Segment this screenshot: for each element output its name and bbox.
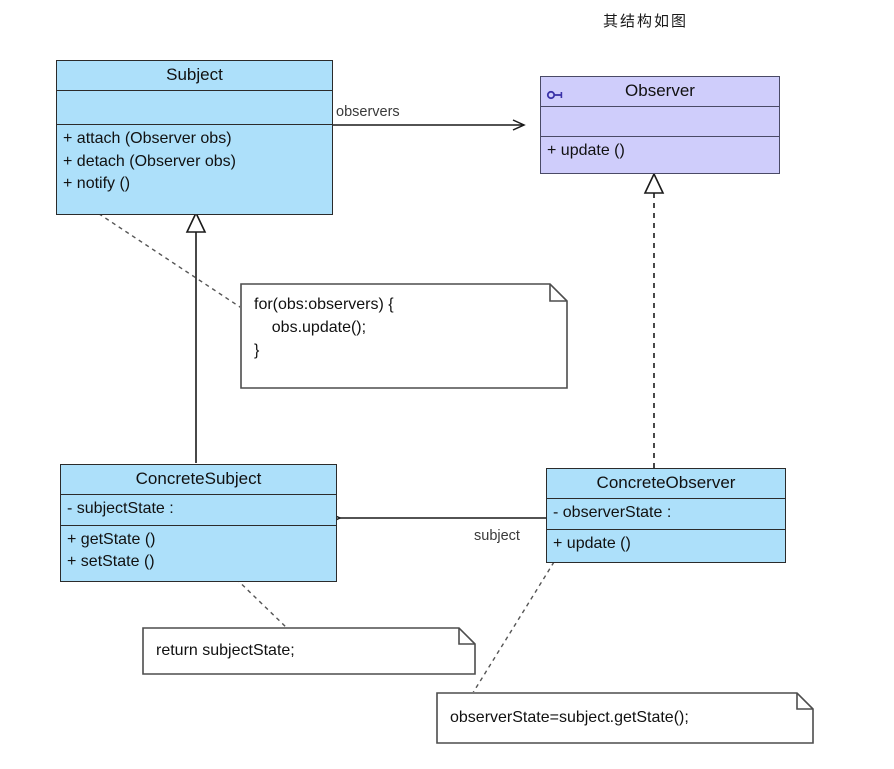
class-attributes-concreteobserver: - observerState : <box>547 499 785 530</box>
class-name-concreteobserver: ConcreteObserver <box>547 469 785 499</box>
note-update-body[interactable]: observerState=subject.getState(); <box>436 692 814 744</box>
edge-generalization-concretesubject-subject <box>185 211 207 463</box>
class-attributes-observer <box>541 107 779 137</box>
class-box-observer[interactable]: Observer + update () <box>540 76 780 174</box>
edge-realization-concreteobserver-observer <box>643 172 665 468</box>
class-box-subject[interactable]: Subject + attach (Observer obs) + detach… <box>56 60 333 215</box>
class-operations-concretesubject: + getState () + setState () <box>61 526 336 581</box>
class-attributes-concretesubject: - subjectState : <box>61 495 336 526</box>
class-box-concretesubject[interactable]: ConcreteSubject - subjectState : + getSt… <box>60 464 337 582</box>
note-notify-body[interactable]: for(obs:observers) { obs.update(); } <box>240 283 568 389</box>
class-name-observer-text: Observer <box>625 81 695 100</box>
operation-setstate: + setState () <box>67 553 155 571</box>
class-name-subject: Subject <box>57 61 332 91</box>
operation-notify: + notify () <box>63 175 131 193</box>
operation-detach: + detach (Observer obs) <box>63 152 236 170</box>
operation-getstate: + getState () <box>67 530 156 548</box>
attribute-subjectstate: - subjectState : <box>67 500 174 517</box>
anchor-update-note <box>465 561 555 705</box>
note-notify-text: for(obs:observers) { obs.update(); } <box>254 296 394 360</box>
class-box-concreteobserver[interactable]: ConcreteObserver - observerState : + upd… <box>546 468 786 563</box>
class-name-concretesubject: ConcreteSubject <box>61 465 336 495</box>
note-update-text: observerState=subject.getState(); <box>450 709 689 726</box>
operation-update-concreteobserver: + update () <box>553 534 631 552</box>
note-getstate-text: return subjectState; <box>156 642 295 659</box>
operation-update-observer: + update () <box>547 142 625 159</box>
edge-label-observers: observers <box>336 104 400 120</box>
class-attributes-subject <box>57 91 332 125</box>
class-operations-concreteobserver: + update () <box>547 530 785 562</box>
edge-label-subject: subject <box>474 528 520 544</box>
operation-attach: + attach (Observer obs) <box>63 130 232 147</box>
attribute-observerstate: - observerState : <box>553 504 672 521</box>
note-getstate-body[interactable]: return subjectState; <box>142 627 476 675</box>
diagram-caption: 其结构如图 <box>603 14 689 30</box>
class-name-observer: Observer <box>541 77 779 107</box>
interface-lollipop-icon <box>546 86 564 99</box>
class-operations-observer: + update () <box>541 137 779 173</box>
class-operations-subject: + attach (Observer obs) + detach (Observ… <box>57 125 332 214</box>
